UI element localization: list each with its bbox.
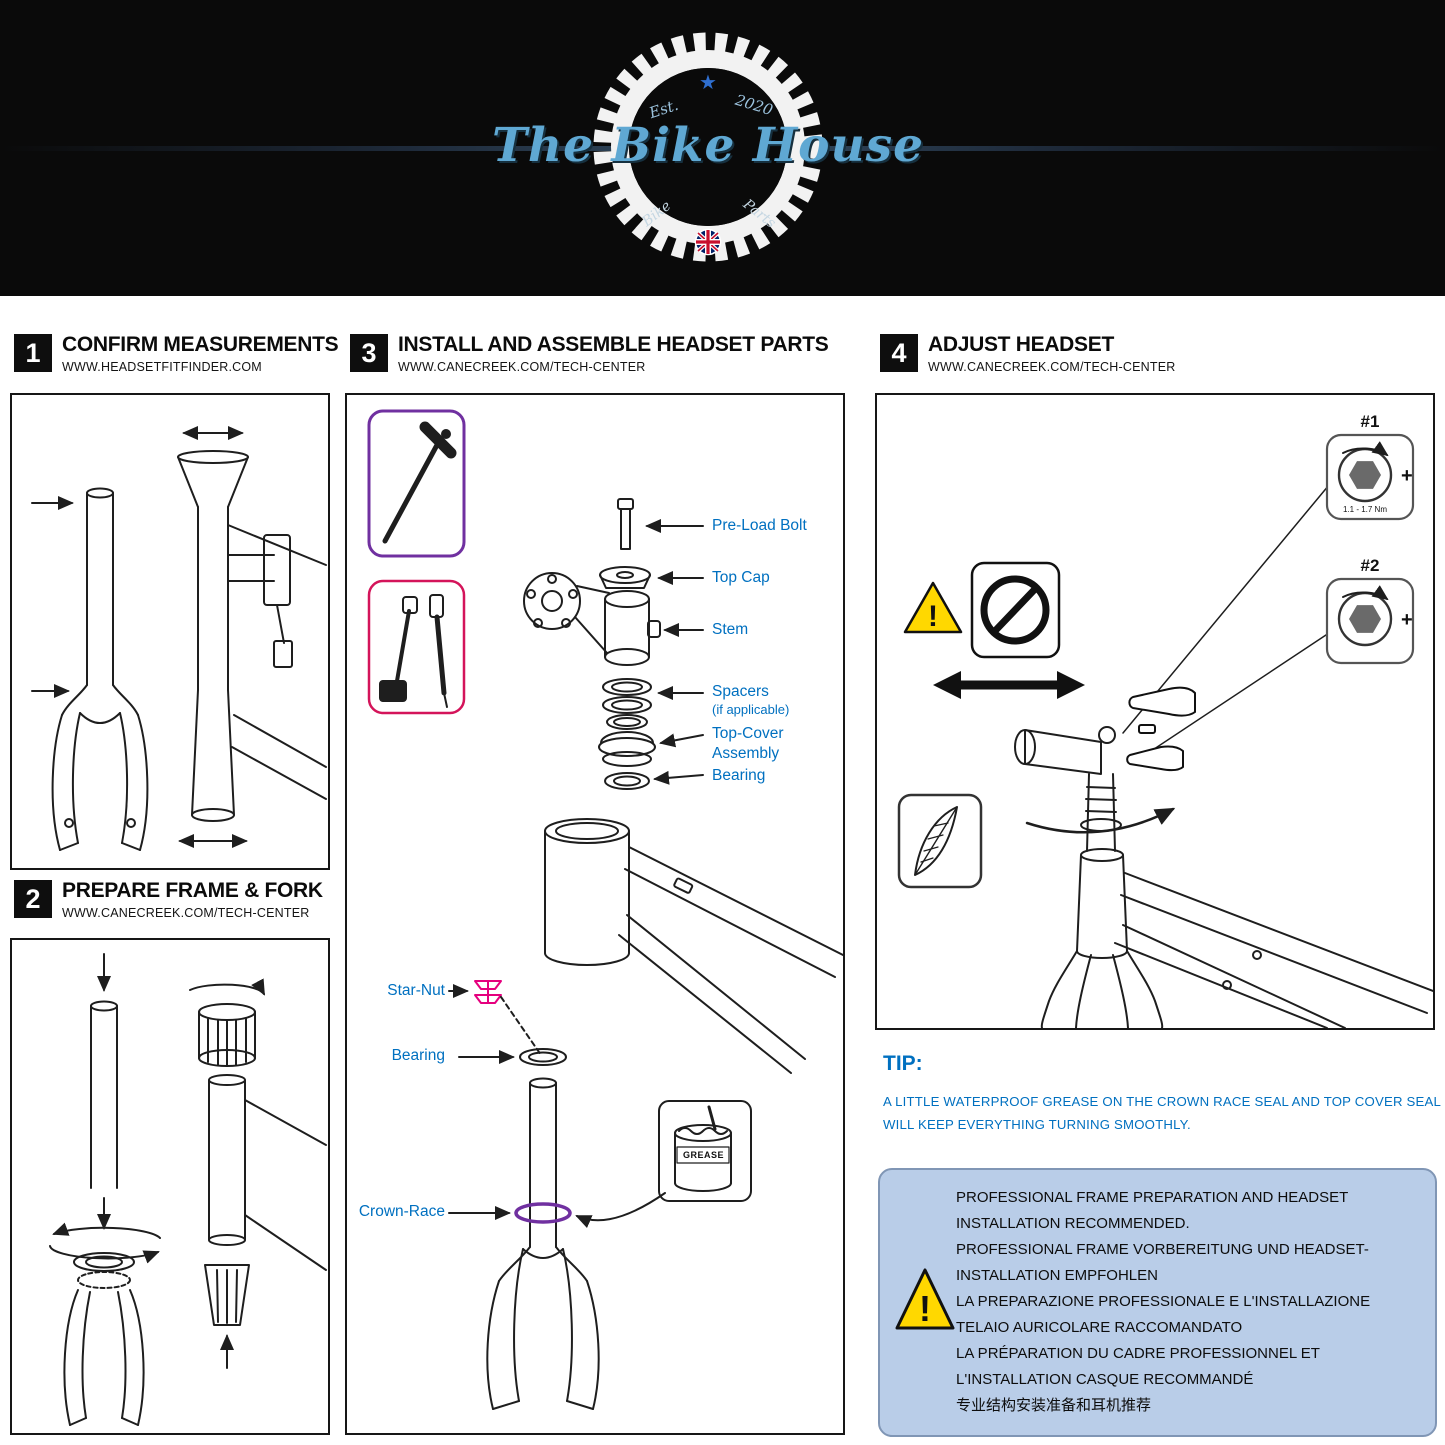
head-tube-press-illustration (189, 978, 327, 1369)
install-assemble-panel: Pre-Load Bolt Top Cap Stem Spacers (if a… (345, 393, 845, 1435)
double-arrow-icon (933, 671, 1085, 699)
uk-flag-icon (694, 228, 722, 261)
section-3-header: 3 INSTALL AND ASSEMBLE HEADSET PARTS WWW… (350, 333, 829, 374)
notice-line-fr-1: LA PRÉPARATION DU CADRE PROFESSIONNEL ET (956, 1345, 1320, 1362)
tip-line-2: WILL KEEP EVERYTHING TURNING SMOOTHLY. (883, 1117, 1191, 1132)
allen-key-1-icon (1325, 433, 1415, 521)
upper-bearing-part (604, 770, 704, 790)
setting-tool-icon (367, 409, 466, 558)
section-2-title: PREPARE FRAME & FORK (62, 879, 323, 902)
notice-line-zh: 专业结构安装准备和耳机推荐 (956, 1397, 1152, 1414)
adjust-headset-panel: #1 #2 + + 1.1 - 1.7 Nm ! (875, 393, 1435, 1030)
torque-label: 1.1 - 1.7 Nm (1343, 505, 1387, 514)
plus-2-label: + (1401, 609, 1413, 631)
bike-house-logo: ★ Est. 2020 Bike Parts (583, 22, 833, 272)
tip-block: TIP: A LITTLE WATERPROOF GREASE ON THE C… (883, 1052, 1442, 1136)
pre-load-bolt-label: Pre-Load Bolt (712, 517, 807, 534)
stem-part (523, 572, 704, 666)
notice-line-en-2: INSTALLATION RECOMMENDED. (956, 1215, 1190, 1232)
section-3-url: WWW.CANECREEK.COM/TECH-CENTER (398, 360, 646, 374)
spacers-label: Spacers (712, 683, 769, 700)
top-cap-label: Top Cap (712, 569, 770, 586)
no-rotation-icon (970, 561, 1061, 659)
top-cover-part (598, 731, 704, 767)
adjust-diagram: #1 #2 + + 1.1 - 1.7 Nm ! (897, 412, 1433, 1028)
notice-line-de-1: PROFESSIONAL FRAME VORBEREITUNG UND HEAD… (956, 1241, 1369, 1258)
hand-pointing-icon (1126, 686, 1196, 772)
notice-line-fr-2: L'INSTALLATION CASQUE RECOMMANDÉ (956, 1371, 1254, 1388)
notice-line-de-2: INSTALLATION EMPFOHLEN (956, 1267, 1158, 1284)
notice-line-it-1: LA PREPARAZIONE PROFESSIONALE E L'INSTAL… (956, 1293, 1371, 1310)
star-nut-part (474, 980, 502, 1004)
allen-key-2-icon (1325, 577, 1415, 665)
notice-line-it-2: TELAIO AURICOLARE RACCOMANDATO (956, 1319, 1243, 1336)
stem-steerer-illustration (1014, 726, 1433, 1028)
crown-race-label: Crown-Race (358, 1203, 445, 1220)
section-1-url: WWW.HEADSETFITFINDER.COM (62, 360, 262, 374)
section-4-header: 4 ADJUST HEADSET WWW.CANECREEK.COM/TECH-… (880, 334, 1175, 374)
top-cap-part (599, 566, 704, 589)
feather-icon (897, 793, 983, 889)
step-4-number: 4 (880, 334, 918, 372)
plus-1-label: + (1401, 465, 1413, 487)
upper-bearing-label: Bearing (712, 767, 766, 784)
svg-text:!: ! (919, 1288, 931, 1329)
top-cover-label-line2: Assembly (712, 745, 780, 762)
spacers-note-label: (if applicable) (712, 702, 790, 717)
pre-load-bolt-part (617, 498, 704, 550)
exploded-headset-diagram (367, 409, 843, 1410)
step-1-number: 1 (14, 334, 52, 372)
lower-bearing-label: Bearing (391, 1047, 445, 1064)
grease-can-icon (575, 1100, 752, 1229)
measurement-diagram (31, 426, 327, 851)
section-1-title: CONFIRM MEASUREMENTS (62, 333, 339, 356)
head-tube-caliper-illustration (177, 426, 327, 848)
step-2-number: 2 (14, 880, 52, 918)
fork-illustration (31, 487, 149, 851)
top-cover-label-line1: Top-Cover (712, 725, 784, 742)
mallet-driver-tool-icon (367, 579, 466, 715)
tip-heading: TIP: (883, 1052, 923, 1075)
allen-key-1-label: #1 (1361, 412, 1380, 431)
spacers-part (602, 678, 704, 730)
star-nut-label: Star-Nut (387, 982, 445, 999)
star-icon: ★ (699, 72, 717, 94)
professional-notice-box: ! PROFESSIONAL FRAME PREPARATION AND HEA… (878, 1168, 1437, 1437)
prepare-diagram (49, 953, 327, 1426)
section-2-url: WWW.CANECREEK.COM/TECH-CENTER (62, 906, 310, 920)
fork-steerer (448, 1077, 600, 1410)
warning-triangle-icon (903, 581, 963, 634)
prepare-frame-fork-panel (10, 938, 330, 1435)
header-banner: ★ Est. 2020 Bike Parts The Bike House (0, 0, 1445, 296)
confirm-measurements-panel (10, 393, 330, 870)
notice-line-en-1: PROFESSIONAL FRAME PREPARATION AND HEADS… (956, 1189, 1349, 1206)
brand-title: The Bike House (491, 118, 925, 173)
crown-race-part (514, 1202, 572, 1224)
notice-text: PROFESSIONAL FRAME PREPARATION AND HEADS… (956, 1185, 1428, 1419)
tip-line-1: A LITTLE WATERPROOF GREASE ON THE CROWN … (883, 1094, 1442, 1109)
frame-head-tube (544, 818, 843, 1074)
section-4-title: ADJUST HEADSET (928, 333, 1114, 356)
crown-race-install-illustration (49, 953, 161, 1426)
section-1-header: 1 CONFIRM MEASUREMENTS WWW.HEADSETFITFIN… (14, 333, 339, 374)
stem-label: Stem (712, 621, 749, 638)
section-3-title: INSTALL AND ASSEMBLE HEADSET PARTS (398, 333, 829, 356)
section-2-header: 2 PREPARE FRAME & FORK WWW.CANECREEK.COM… (14, 880, 323, 920)
lower-bearing-part (458, 1048, 567, 1066)
grease-label: GREASE (682, 1150, 724, 1160)
section-4-url: WWW.CANECREEK.COM/TECH-CENTER (928, 360, 1176, 374)
notice-warning-triangle-icon: ! (894, 1266, 956, 1341)
warning-exclamation: ! (928, 600, 938, 633)
allen-key-2-label: #2 (1361, 556, 1380, 575)
step-3-number: 3 (350, 334, 388, 372)
